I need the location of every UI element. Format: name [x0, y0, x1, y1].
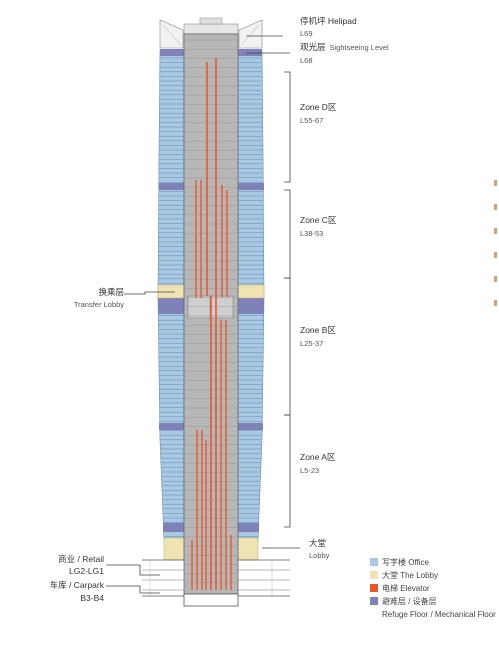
elevator-swatch	[370, 584, 378, 592]
elevators	[191, 58, 232, 590]
label-zone-c-range: L38-53	[300, 229, 323, 238]
label-retail-range: LG2-LG1	[69, 566, 104, 576]
refuge-swatch	[370, 597, 378, 605]
transfer-core-box	[187, 295, 211, 319]
label-zone-d-range: L55-67	[300, 116, 323, 125]
label-zone-d: Zone D区	[300, 102, 337, 112]
label-helipad: 停机坪 Helipad	[300, 16, 357, 26]
label-zone-b: Zone B区	[300, 325, 336, 335]
label-zone-a: Zone A区	[300, 452, 336, 462]
label-lobby-en: Lobby	[309, 551, 330, 560]
label-helipad-level: L69	[300, 29, 313, 38]
lobby-swatch	[370, 571, 378, 579]
legend-item-elevator: 电梯 Elevator	[370, 582, 496, 595]
label-zone-a-range: L5-23	[300, 466, 319, 475]
label-carpark: 车库 / Carpark	[50, 580, 105, 590]
legend-refuge-en: Refuge Floor / Mechanical Floor	[382, 610, 496, 619]
label-carpark-range: B3-B4	[80, 593, 104, 603]
label-sightseeing-level: L68	[300, 56, 313, 65]
label-retail: 商业 / Retail	[58, 554, 104, 564]
transfer-core-box	[210, 295, 234, 319]
zone-brackets	[246, 35, 300, 549]
refuge-floors	[158, 49, 264, 532]
label-transfer-lobby-en: Transfer Lobby	[74, 300, 124, 309]
transfer-lobby-band	[157, 284, 265, 299]
label-transfer-lobby: 换乘层	[98, 287, 124, 297]
podium-basement	[142, 559, 290, 607]
left-leaders	[106, 291, 175, 594]
office-swatch	[370, 558, 378, 566]
label-zone-b-range: L25-37	[300, 339, 323, 348]
legend-item-office: 写字楼 Office	[370, 556, 496, 569]
page-edge-marks	[494, 180, 499, 350]
crown	[159, 17, 263, 49]
label-zone-c: Zone C区	[300, 215, 337, 225]
legend-item-refuge: 避难层 / 设备层 Refuge Floor / Mechanical Floo…	[370, 595, 496, 621]
legend-item-lobby: 大堂 The Lobby	[370, 569, 496, 582]
legend-refuge-cn: 避难层 / 设备层	[382, 597, 437, 606]
label-lobby: 大堂	[309, 538, 326, 548]
legend: 写字楼 Office 大堂 The Lobby 电梯 Elevator 避难层 …	[370, 556, 496, 621]
